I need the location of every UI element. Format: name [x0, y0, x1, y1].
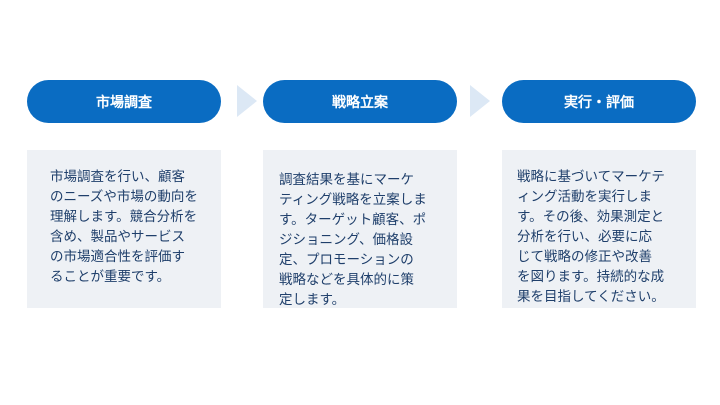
step-title: 市場調査	[96, 94, 152, 111]
step-description: 戦略に基づいてマーケティング活動を実行します。その後、効果測定と分析を行い、必要…	[517, 169, 665, 305]
step-header-market-research: 市場調査	[27, 80, 221, 123]
step-title: 実行・評価	[564, 94, 634, 111]
step-description-box	[27, 150, 221, 308]
step-header-strategy: 戦略立案	[263, 80, 457, 123]
step-description-box	[502, 150, 696, 308]
chevron-right-icon	[237, 85, 257, 117]
step-description: 市場調査を行い、顧客のニーズや市場の動向を理解します。競合分析を含め、製品やサー…	[50, 169, 198, 285]
step-description: 調査結果を基にマーケティング戦略を立案します。ターゲット顧客、ポジショニング、価…	[279, 172, 427, 308]
step-description-box	[263, 150, 457, 308]
step-title: 戦略立案	[332, 94, 388, 111]
chevron-right-icon	[470, 85, 490, 117]
step-header-execution: 実行・評価	[502, 80, 696, 123]
